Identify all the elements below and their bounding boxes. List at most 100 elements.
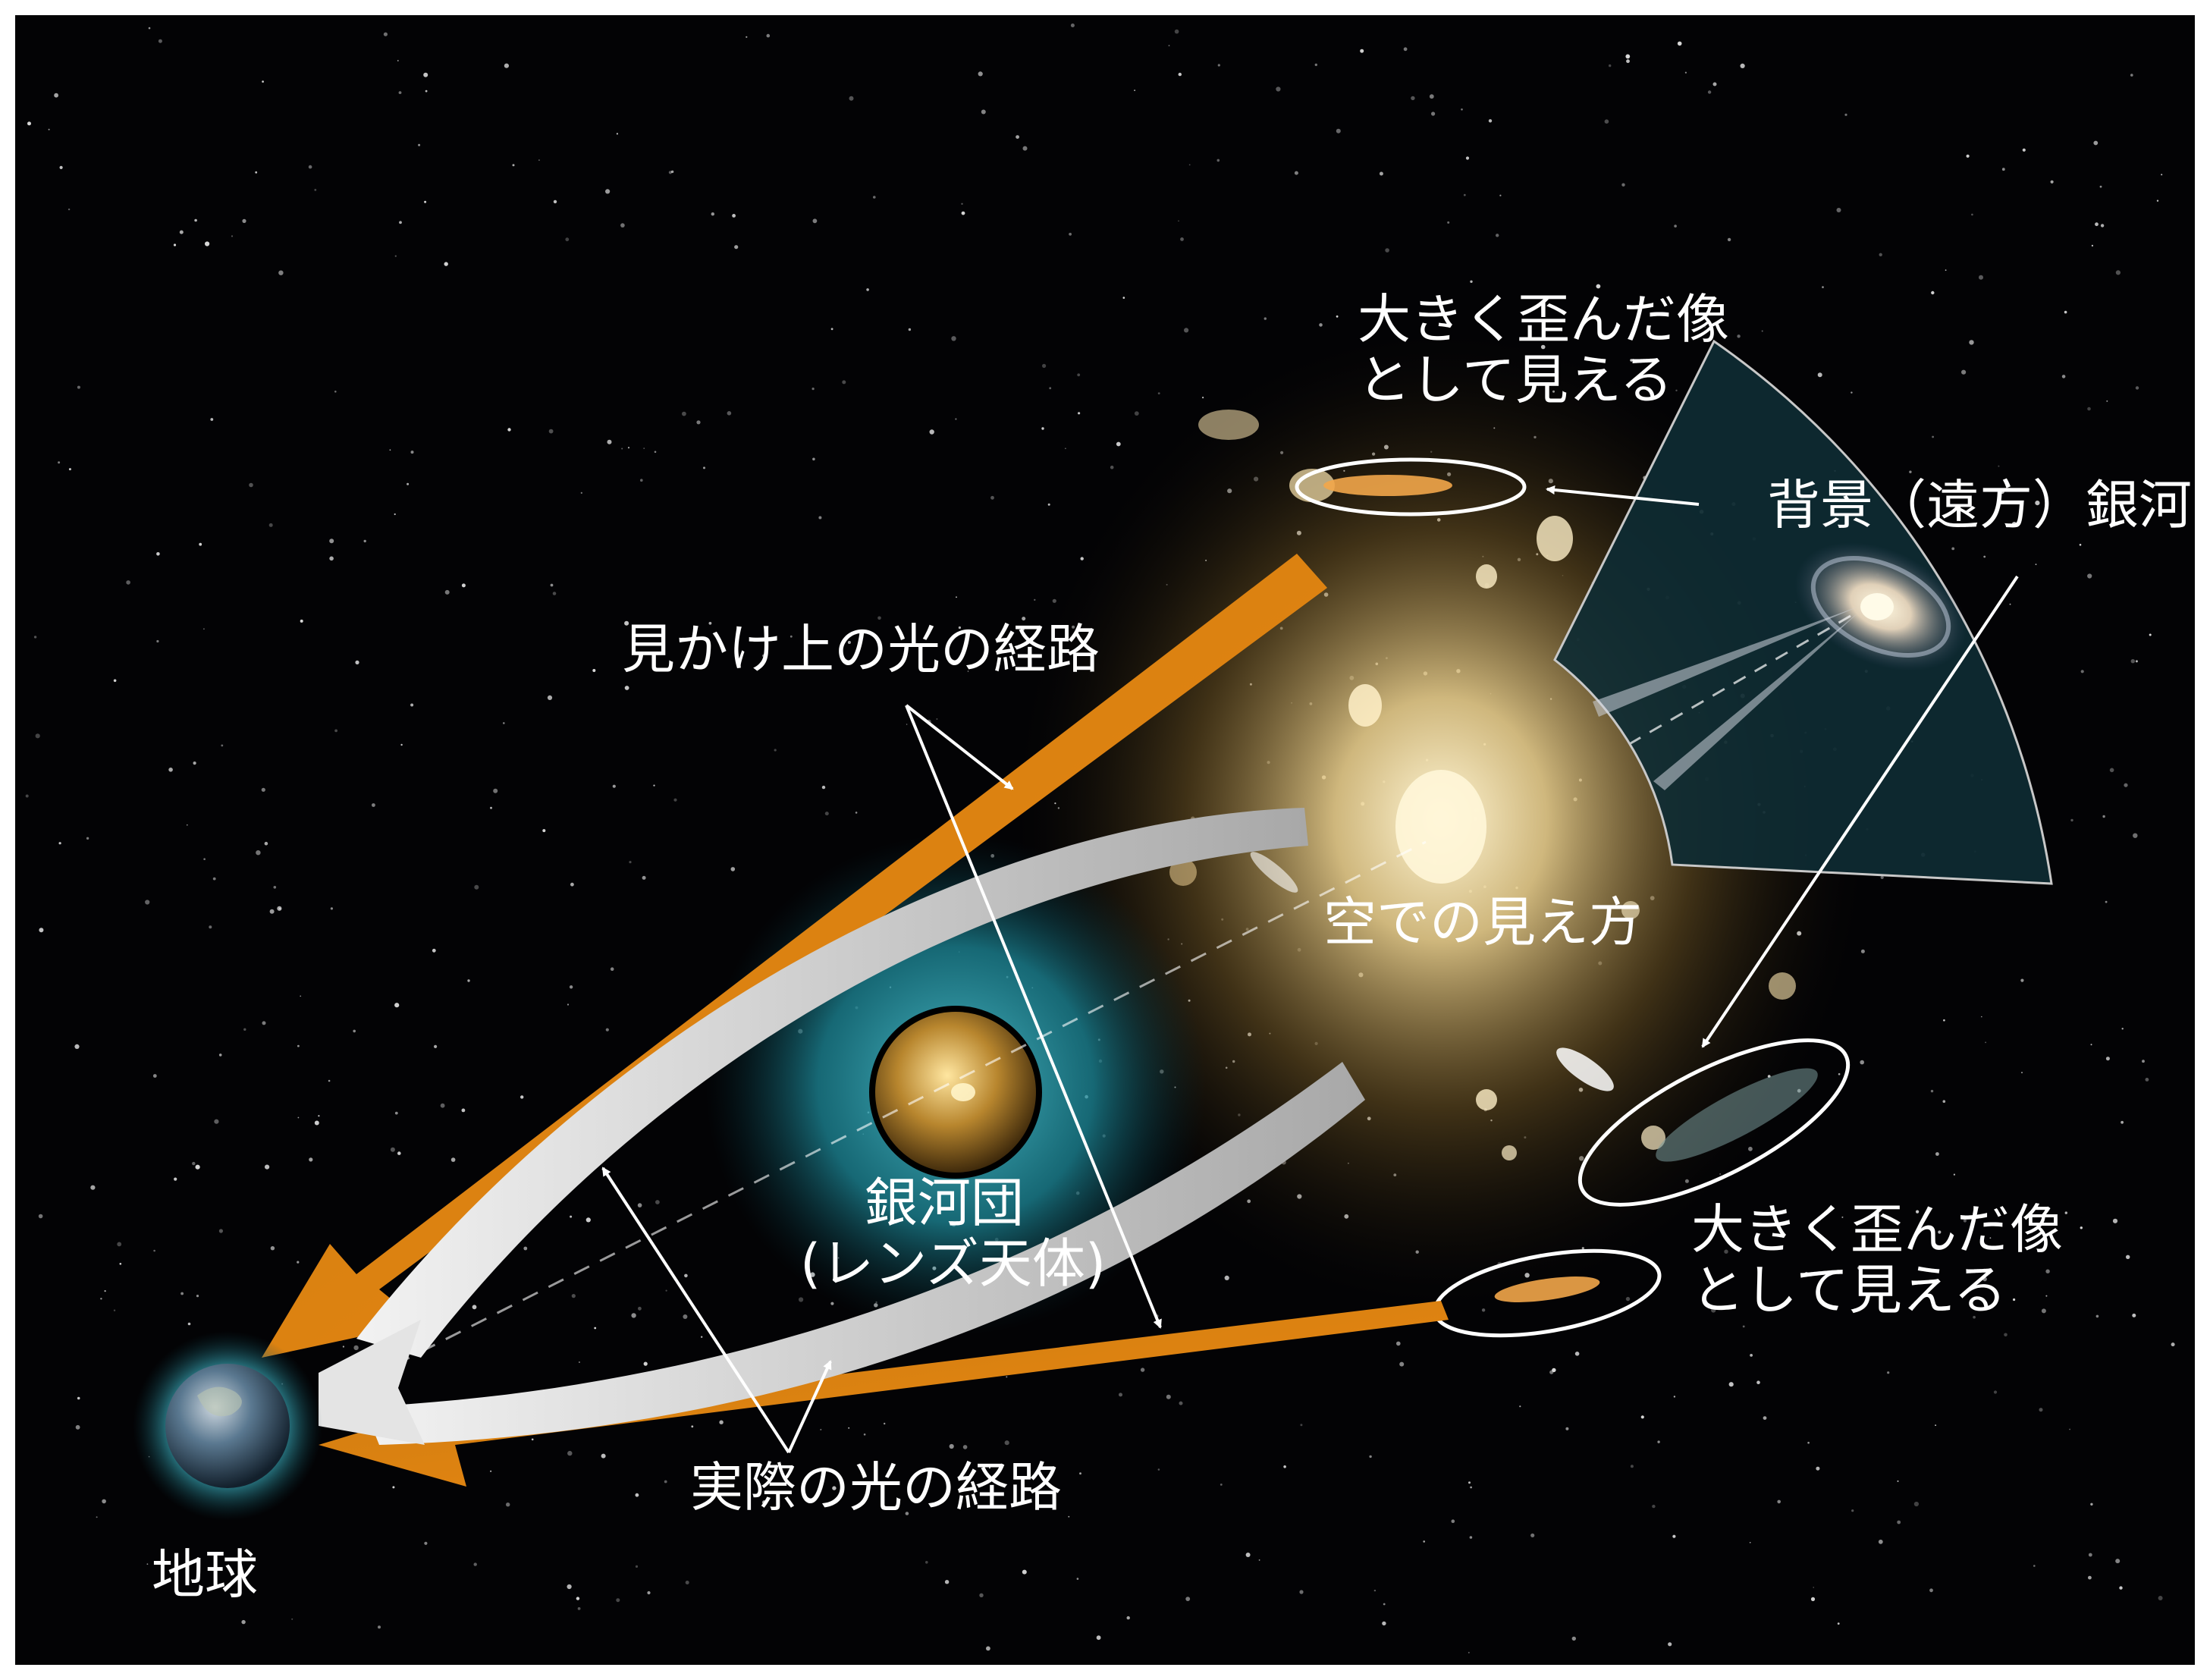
star <box>297 1044 300 1047</box>
star <box>766 33 771 38</box>
star <box>1985 1041 1987 1044</box>
star <box>392 1486 395 1489</box>
star <box>394 513 396 516</box>
star <box>627 447 630 449</box>
star <box>624 620 629 626</box>
star <box>1742 1325 1745 1328</box>
star <box>1245 1553 1251 1557</box>
star <box>1385 248 1389 253</box>
star <box>866 288 869 291</box>
star <box>1314 63 1318 67</box>
star <box>1178 220 1179 222</box>
star <box>398 91 402 94</box>
star <box>1300 1424 1303 1427</box>
star <box>616 133 619 135</box>
star <box>1887 1371 1890 1374</box>
star <box>1070 24 1075 27</box>
star <box>506 1503 510 1507</box>
star <box>1851 1509 1854 1512</box>
star <box>2020 978 2024 982</box>
star <box>2045 1295 2048 1297</box>
star <box>1369 1455 1372 1459</box>
star <box>1837 1622 1840 1625</box>
star <box>1930 1089 1934 1093</box>
star <box>2087 573 2092 579</box>
star <box>1134 411 1139 416</box>
star <box>1068 1515 1070 1518</box>
star <box>2124 783 2128 787</box>
star <box>2027 488 2030 491</box>
star <box>936 718 938 720</box>
star <box>1047 503 1050 506</box>
star <box>193 761 196 765</box>
star <box>1969 340 1974 345</box>
star <box>400 743 403 746</box>
star <box>297 1116 300 1119</box>
star <box>1461 108 1463 111</box>
star <box>119 1263 122 1265</box>
star <box>1396 1341 1401 1346</box>
star <box>1836 208 1841 212</box>
star <box>1360 49 1364 53</box>
star <box>1971 213 1973 216</box>
star <box>1077 373 1081 377</box>
star <box>1168 45 1170 46</box>
star <box>158 39 162 43</box>
star <box>1704 326 1706 328</box>
star <box>1684 71 1687 74</box>
actual-path-arrowhead <box>319 1320 425 1445</box>
star <box>1938 1230 1942 1234</box>
star <box>2099 185 2102 188</box>
star <box>2115 270 2121 275</box>
star <box>199 542 202 546</box>
callout-lines <box>601 485 2019 1454</box>
star <box>493 788 498 793</box>
star <box>577 1607 581 1610</box>
star <box>1006 1376 1008 1378</box>
star <box>1465 156 1470 160</box>
star <box>1552 1368 1556 1373</box>
star <box>1119 1393 1122 1397</box>
star <box>1399 1361 1405 1367</box>
star <box>2061 375 2066 378</box>
star <box>268 523 273 527</box>
background-galaxy-panel <box>1553 339 2053 885</box>
star <box>33 636 37 639</box>
star <box>734 245 739 250</box>
star <box>394 1003 400 1008</box>
star <box>353 1345 359 1351</box>
star <box>1942 1100 1946 1103</box>
star <box>1157 1468 1160 1471</box>
star <box>467 979 470 982</box>
star <box>265 1164 270 1170</box>
star <box>956 596 957 598</box>
star <box>2041 1308 2046 1314</box>
star <box>261 787 265 792</box>
star <box>2106 400 2108 402</box>
star <box>1966 154 1970 158</box>
star <box>1078 412 1081 415</box>
star <box>353 1029 356 1033</box>
star <box>363 539 366 543</box>
star <box>273 886 277 889</box>
star <box>565 237 570 242</box>
star <box>1224 1275 1229 1280</box>
galaxy-beam-lower <box>1653 613 1858 790</box>
star <box>218 1054 222 1057</box>
star <box>981 109 986 115</box>
star <box>1451 1519 1455 1523</box>
star <box>548 429 554 434</box>
star <box>929 429 934 435</box>
star <box>504 63 510 68</box>
star <box>1935 1424 1937 1426</box>
star <box>1373 1589 1377 1592</box>
label-sky-view: 空での見え方 <box>1323 891 1642 953</box>
star <box>653 784 655 787</box>
star <box>1468 1651 1470 1653</box>
star <box>1749 1542 1751 1543</box>
star <box>1673 1396 1676 1398</box>
star <box>607 439 612 444</box>
cluster-sphere-core <box>951 1083 975 1101</box>
star <box>2064 310 2067 314</box>
star <box>2079 544 2082 546</box>
